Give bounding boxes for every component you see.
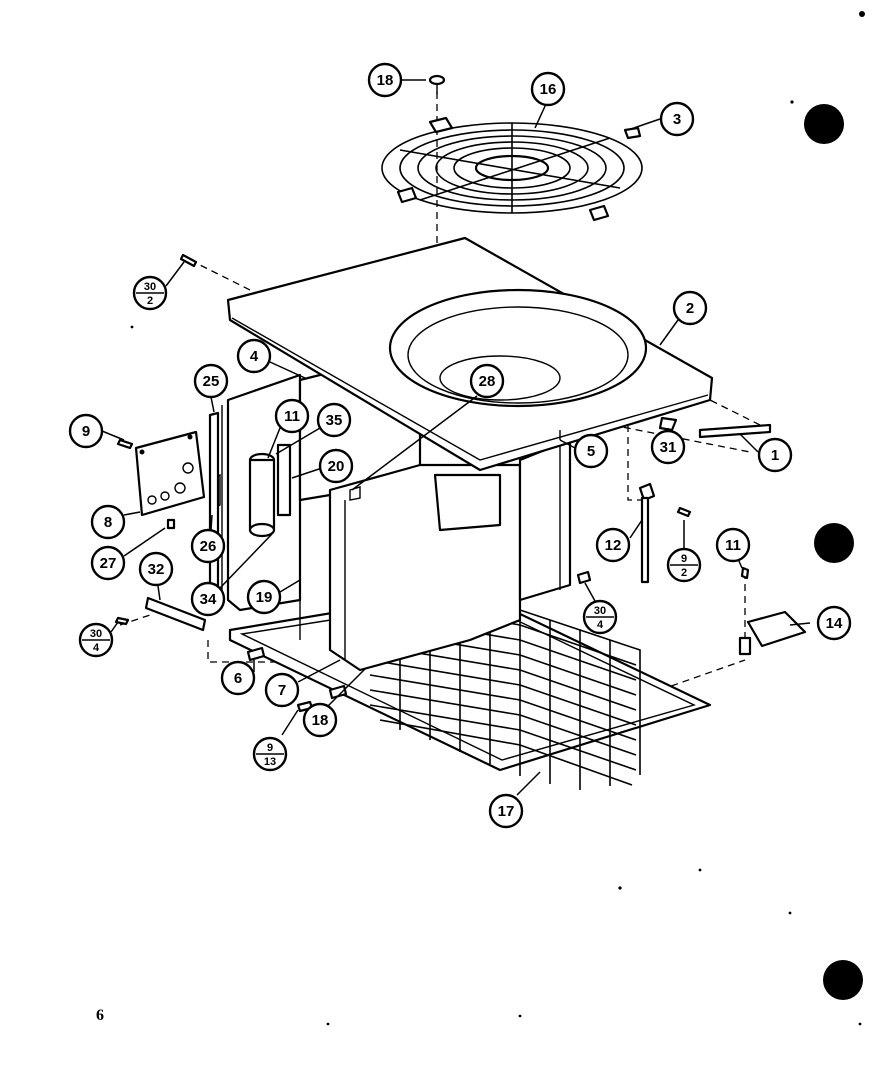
callout-25[interactable]: 25 <box>193 363 229 399</box>
callout-label: 19 <box>256 589 273 606</box>
registration-dot-bottom <box>823 960 863 1000</box>
callout-label: 31 <box>660 439 677 456</box>
callout-18-bottom[interactable]: 18 <box>302 702 338 738</box>
callout-28[interactable]: 28 <box>469 363 505 399</box>
callout-label: 20 <box>328 458 345 475</box>
registration-marks <box>804 11 865 1000</box>
callout-18-top[interactable]: 18 <box>367 62 403 98</box>
callout-14[interactable]: 14 <box>816 605 852 641</box>
fraction-callout-30-4-left[interactable]: 30 4 <box>78 622 114 658</box>
fraction-top: 9 <box>681 553 687 565</box>
callout-label: 8 <box>104 514 112 531</box>
fraction-bottom: 4 <box>597 619 604 631</box>
page-number: 6 <box>96 1007 104 1024</box>
callout-label: 7 <box>278 682 286 699</box>
callout-label: 4 <box>250 348 259 365</box>
callout-label: 5 <box>587 443 595 460</box>
callout-4[interactable]: 4 <box>236 338 272 374</box>
fraction-top: 30 <box>90 628 102 640</box>
callout-label: 18 <box>312 712 329 729</box>
registration-dot-top <box>804 104 844 144</box>
fraction-bottom: 2 <box>681 567 687 579</box>
callout-label: 28 <box>479 373 496 390</box>
fraction-callout-9-13[interactable]: 9 13 <box>252 736 288 772</box>
callout-label: 27 <box>100 555 117 572</box>
callout-31[interactable]: 31 <box>650 429 686 465</box>
callout-7[interactable]: 7 <box>264 672 300 708</box>
callout-label: 1 <box>771 447 779 464</box>
callout-label: 12 <box>605 537 622 554</box>
top-cover <box>226 236 714 472</box>
callout-27[interactable]: 27 <box>90 545 126 581</box>
capacitors <box>248 443 292 538</box>
callout-12[interactable]: 12 <box>595 527 631 563</box>
callout-label: 17 <box>498 803 515 820</box>
callout-label: 32 <box>148 561 165 578</box>
callout-label: 26 <box>200 538 217 555</box>
fraction-callout-30-4-right[interactable]: 30 4 <box>582 599 618 635</box>
callout-1[interactable]: 1 <box>757 437 793 473</box>
fraction-callout-9-2[interactable]: 9 2 <box>666 547 702 583</box>
callout-label: 18 <box>377 72 394 89</box>
callout-16[interactable]: 16 <box>530 71 566 107</box>
callout-9[interactable]: 9 <box>68 413 104 449</box>
callout-label: 11 <box>725 537 741 554</box>
callout-6[interactable]: 6 <box>220 660 256 696</box>
callout-19[interactable]: 19 <box>246 579 282 615</box>
callout-11-upper[interactable]: 11 <box>274 398 310 434</box>
registration-dot-middle <box>814 523 854 563</box>
fraction-bottom: 4 <box>93 642 100 654</box>
callout-label: 9 <box>82 423 90 440</box>
callout-34[interactable]: 34 <box>190 581 226 617</box>
fan-guard <box>381 116 643 222</box>
callout-32[interactable]: 32 <box>138 551 174 587</box>
callout-label: 34 <box>200 591 217 608</box>
fraction-bottom: 2 <box>147 295 153 307</box>
callout-3[interactable]: 3 <box>659 101 695 137</box>
callout-8[interactable]: 8 <box>90 504 126 540</box>
callout-5[interactable]: 5 <box>573 433 609 469</box>
fasteners <box>114 74 807 713</box>
fraction-top: 30 <box>594 605 606 617</box>
callout-label: 14 <box>826 615 843 632</box>
fraction-bottom: 13 <box>264 756 276 768</box>
callout-35[interactable]: 35 <box>316 402 352 438</box>
callout-label: 25 <box>203 373 220 390</box>
callout-26[interactable]: 26 <box>190 528 226 564</box>
fraction-top: 30 <box>144 281 156 293</box>
callout-label: 2 <box>686 300 694 317</box>
callout-label: 6 <box>234 670 242 687</box>
control-box <box>134 430 221 517</box>
callout-20[interactable]: 20 <box>318 448 354 484</box>
callout-label: 35 <box>326 412 343 429</box>
callout-label: 16 <box>540 81 557 98</box>
fraction-top: 9 <box>267 742 273 754</box>
callout-11-lower[interactable]: 11 <box>715 527 751 563</box>
scan-specks <box>130 100 862 1026</box>
callout-2[interactable]: 2 <box>672 290 708 326</box>
fraction-callout-30-2[interactable]: 30 2 <box>132 275 168 311</box>
leader-lines <box>101 79 811 796</box>
callout-17[interactable]: 17 <box>488 793 524 829</box>
callout-label: 3 <box>673 111 681 128</box>
callout-label: 11 <box>284 408 300 425</box>
